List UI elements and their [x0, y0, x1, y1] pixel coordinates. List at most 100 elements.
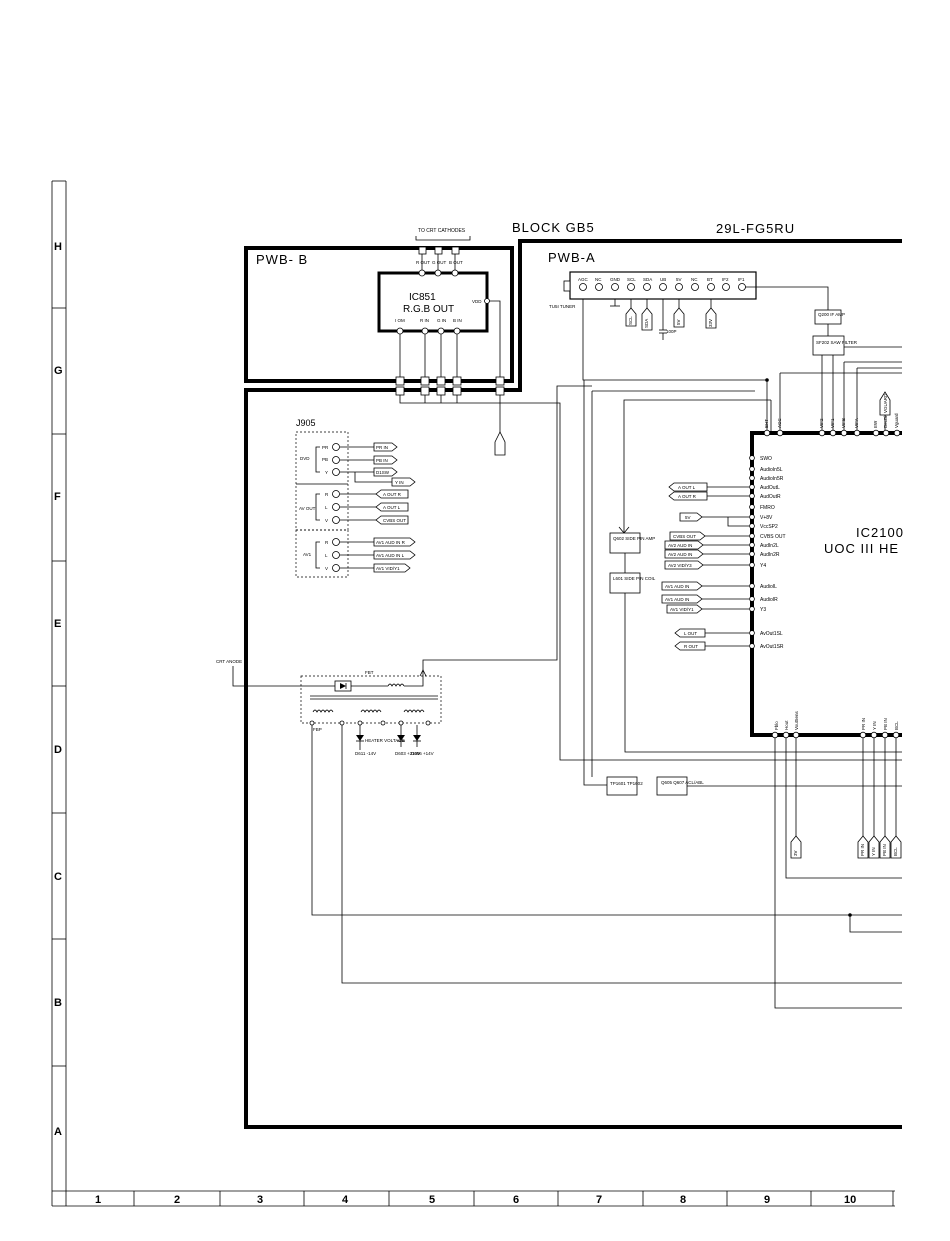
- crt-cathodes-label: TO CRT CATHODES: [418, 228, 466, 234]
- ic2100-desc: UOC III HE: [824, 541, 899, 556]
- net-a-out-l: A OUT L: [678, 485, 696, 490]
- j905-net-cvbs-out: CVBS OUT: [383, 518, 406, 523]
- j905-connector: J905 DVD AV OUT AV1 PR PB Y PR IN PB IN …: [295, 418, 416, 578]
- ic2100-pin-swo: SWO: [760, 456, 772, 462]
- tuner-pin-if1: IF1: [738, 277, 745, 282]
- row-label-g: G: [54, 365, 63, 377]
- col-label-3: 3: [257, 1194, 263, 1206]
- fbp-label: FBP: [313, 727, 322, 732]
- col-label-7: 7: [596, 1194, 602, 1206]
- j905-net-av1-vid: AV1 VID/Y1: [376, 566, 400, 571]
- tuner-label: TU5I TUNER: [549, 304, 576, 309]
- pwb-b-board: PWB- B TO CRT CATHODES IC851 R.G.B OUT R…: [244, 228, 902, 761]
- ic2100-pin-audoutr: AudOutR: [760, 494, 781, 500]
- j905-net-d1sw: D1SW: [376, 470, 390, 475]
- net-cvbs-out: CVBS OUT: [673, 534, 696, 539]
- ic2100-pin-vif2: VIF2: [819, 418, 824, 428]
- drawing-border: [51, 180, 895, 1207]
- col-label-10: 10: [844, 1194, 856, 1206]
- d606-label: D606 +14V: [411, 751, 434, 756]
- ic2100-pin-fblo: Fblo: [774, 721, 779, 730]
- j905-av1-pin-r: R: [325, 540, 329, 545]
- crt-anode-label: CRT ANODE: [216, 659, 242, 664]
- vguard-arrow: VGUARD: [883, 393, 888, 413]
- tp1601-label: TP1601 TP1602: [610, 781, 643, 786]
- d611-label: D611 -14V: [355, 751, 376, 756]
- net-5v: 5V: [685, 515, 691, 520]
- col-label-9: 9: [764, 1194, 770, 1206]
- row-label-c: C: [54, 871, 62, 883]
- ic851-name: IC851: [409, 292, 436, 303]
- ic2100-arrow-y-in: Y IN: [871, 847, 876, 856]
- ic2100-pin-vout5ens: Vout5ens: [794, 710, 799, 730]
- tuner-pin-agc: AGC: [578, 277, 589, 282]
- pwb-a-outline: [244, 239, 902, 1129]
- tuner-arrow-33v: 33V: [708, 319, 713, 327]
- j905-avout-label: AV OUT: [299, 506, 316, 511]
- row-label-d: D: [54, 744, 62, 756]
- side-pin-circuit: Q602 SIDE PIN AMP L601 SIDE PIN COIL TP1…: [583, 372, 902, 796]
- tuner-pin-scl: SCL: [627, 277, 636, 282]
- ic2100-pin-audin2r: AudIn2R: [760, 552, 780, 558]
- col-label-1: 1: [95, 1194, 101, 1206]
- d603-label: D603 +210V: [395, 751, 420, 756]
- tuner-pin-5v: 5V: [676, 277, 682, 282]
- row-label-a: A: [54, 1126, 62, 1138]
- ic2100-pin-vifa: VIFA: [854, 418, 859, 428]
- col-label-8: 8: [680, 1194, 686, 1206]
- model-title: 29L-FG5RU: [716, 221, 795, 236]
- net-l-out: L OUT: [684, 631, 697, 636]
- column-labels: 1 2 3 4 5 6 7 8 9 10: [95, 1194, 856, 1206]
- ic2100-pin-vif1: VIF1: [830, 418, 835, 428]
- j905-net-y-in: Y IN: [395, 480, 404, 485]
- tuner-pin-gnd: GND: [610, 277, 621, 282]
- ic851-r-out: R OUT: [416, 260, 430, 265]
- ic2100-arrow-pr-in: PR IN: [860, 844, 865, 856]
- pwb-a-label: PWB-A: [548, 250, 596, 265]
- tuner-cap: 100P: [666, 329, 677, 334]
- saw-filter-label: SF202 SAW FILTER: [816, 340, 858, 345]
- ic2100-pin-cvbs-out: CVBS OUT: [760, 534, 786, 540]
- j905-av1-label: AV1: [303, 552, 312, 557]
- net-av2-aud-in-l: AV2 AUD IN: [668, 543, 692, 548]
- ic2100-pin-y4: Y4: [760, 563, 766, 569]
- tuner-pin-nc: NC: [595, 277, 602, 282]
- tuner-pin-nc2: NC: [691, 277, 698, 282]
- net-a-out-r: A OUT R: [678, 494, 697, 499]
- ic2100-pin-hout: Hout: [784, 720, 789, 730]
- row-label-b: B: [54, 997, 62, 1009]
- net-av1-aud-in-r: AV1 AUD IN: [665, 597, 689, 602]
- row-label-f: F: [54, 491, 61, 503]
- ic2100-pin-v8v: V+8V: [760, 515, 773, 521]
- j905-net-aout-l: A OUT L: [383, 505, 401, 510]
- ic2100-pin-avout1sl: AvOut1SL: [760, 631, 783, 637]
- ic2100-name: IC2100: [856, 525, 904, 540]
- ic2100-pin-audioin5r: AudioIn5R: [760, 476, 784, 482]
- col-label-2: 2: [174, 1194, 180, 1206]
- j905-pin-y: Y: [325, 470, 328, 475]
- j905-avout-pin-l: L: [325, 505, 328, 510]
- net-av1-aud-in-l: AV1 AUD IN: [665, 584, 689, 589]
- ic851-r-in: R IN: [420, 318, 429, 323]
- ic2100-pin-eht: EHT: [764, 419, 769, 428]
- heater-voltage-label: HEATER VOLTAGE: [365, 738, 405, 743]
- ic2100-pin-audoutl: AudOutL: [760, 485, 780, 491]
- ic851-b-out: B OUT: [449, 260, 463, 265]
- ic2100-pin-vccsp2: VccSP2: [760, 524, 778, 530]
- j905-net-aout-r: A OUT R: [383, 492, 402, 497]
- ic2100-pin-bcl: BCL: [894, 721, 899, 730]
- ic851-b-in: B IN: [453, 318, 462, 323]
- net-av2-vid: AV2 VID/Y3: [668, 563, 692, 568]
- ic851-vdd: VDD: [472, 299, 482, 304]
- pwb-b-label: PWB- B: [256, 252, 308, 267]
- j905-label: J905: [296, 418, 316, 428]
- col-label-5: 5: [429, 1194, 435, 1206]
- row-label-e: E: [54, 618, 61, 630]
- side-pin-amp-label: Q602 SIDE PIN AMP: [613, 536, 655, 541]
- row-labels: H G F E D C B A: [54, 241, 63, 1138]
- if-amp-label: Q200 IF AMP: [818, 312, 845, 317]
- tuner-arrow-scl: SCL: [628, 316, 633, 325]
- fbt-transformer: CRT ANODE FBT FBP HEATER VOLTAGE D611 -1…: [216, 385, 902, 984]
- ic2100-pin-agc: AGC: [777, 417, 782, 428]
